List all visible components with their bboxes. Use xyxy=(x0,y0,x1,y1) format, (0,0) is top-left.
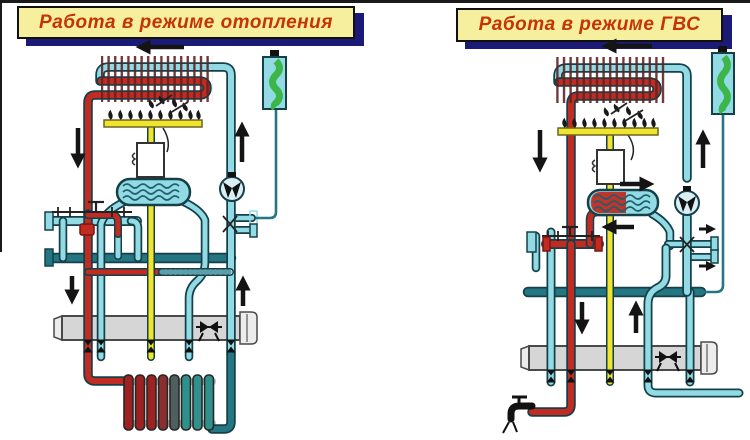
top-frame-line xyxy=(0,0,750,3)
valve-cross-detail xyxy=(222,215,238,233)
circulation-pump xyxy=(219,171,245,202)
hydraulic-block-pipes xyxy=(527,214,739,393)
burner xyxy=(103,94,203,128)
hydraulic-block-pipes xyxy=(44,202,258,357)
ignition-electrode xyxy=(162,127,170,153)
heating-mode-diagram xyxy=(44,39,287,431)
manifold-butterfly-valve xyxy=(196,321,222,342)
burner xyxy=(557,102,659,136)
radiator xyxy=(123,374,216,431)
hot-water-tap xyxy=(502,395,536,434)
expansion-tank xyxy=(703,46,735,294)
left-frame-line xyxy=(0,0,2,252)
gas-valve xyxy=(131,127,170,178)
water-drip xyxy=(502,421,510,434)
heat-exchanger-fins xyxy=(556,57,668,103)
secondary-heat-exchanger xyxy=(115,177,192,207)
dhw-mode-banner: Работа в режиме ГВС xyxy=(456,8,723,42)
expansion-tank xyxy=(256,50,287,220)
dhw-mode-diagram xyxy=(502,38,739,434)
circulation-pump xyxy=(674,185,700,216)
heating-mode-title: Работа в режиме отопления xyxy=(39,11,333,33)
flow-arrows xyxy=(64,39,251,306)
gas-valve xyxy=(591,134,635,185)
valve-cross-detail xyxy=(679,236,695,253)
three-way-valve xyxy=(52,200,132,236)
water-drip xyxy=(512,421,518,433)
manifold-butterfly-valve xyxy=(655,351,681,372)
heat-exchanger-fins xyxy=(101,56,213,102)
three-way-valve xyxy=(542,225,603,252)
ignition-electrode xyxy=(627,134,635,161)
shutoff-valves xyxy=(83,339,236,353)
flow-arrows xyxy=(532,38,717,335)
secondary-heat-exchanger xyxy=(586,188,660,217)
dhw-mode-title: Работа в режиме ГВС xyxy=(478,14,701,35)
heating-mode-banner: Работа в режиме отопления xyxy=(17,6,355,39)
